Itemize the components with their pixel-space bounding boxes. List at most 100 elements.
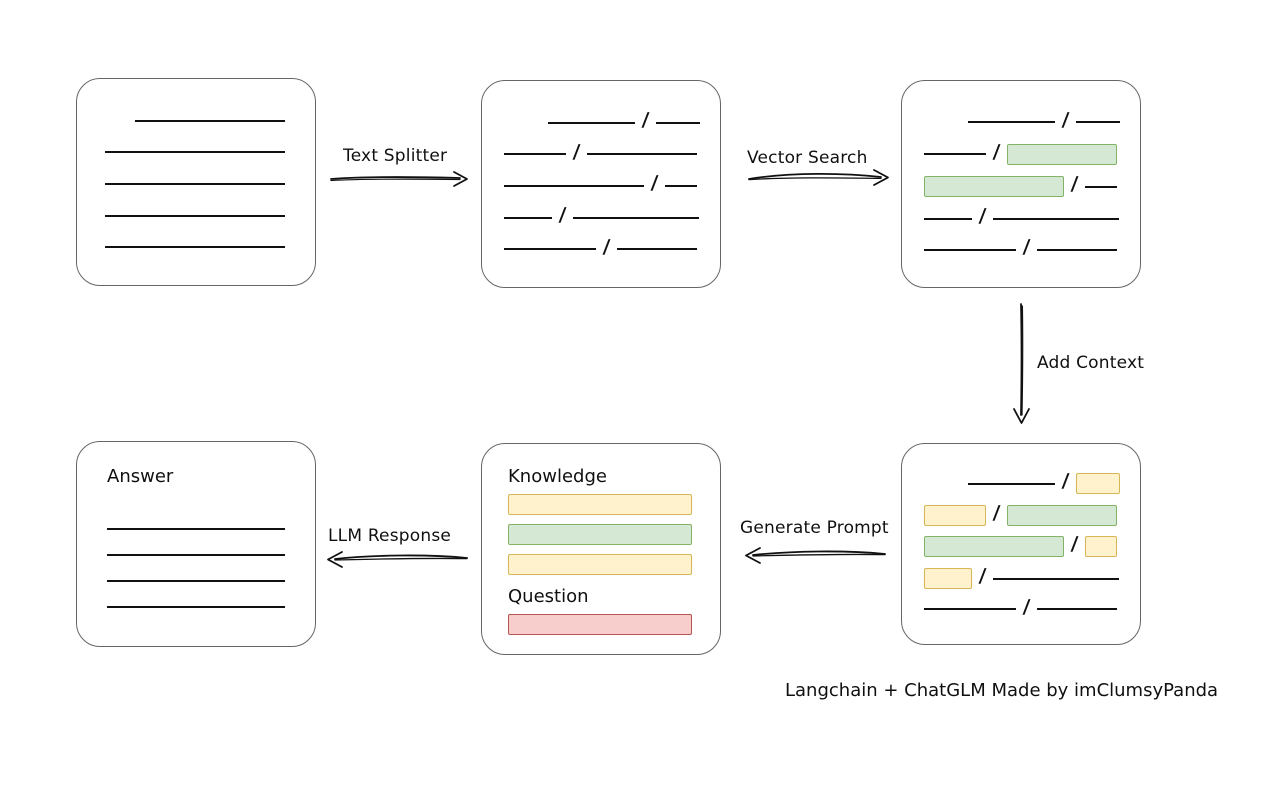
generate-prompt-arrow	[745, 547, 886, 564]
footer-credit: Langchain + ChatGLM Made by imClumsyPand…	[785, 680, 1219, 701]
highlighted-chunk-yellow	[1075, 473, 1120, 495]
highlighted-chunk-yellow	[924, 568, 972, 590]
highlighted-chunk-yellow	[924, 504, 986, 526]
document-line-row	[107, 542, 285, 568]
document-line-row: /	[924, 531, 1120, 563]
text-line-segment	[664, 184, 697, 187]
document-line-row	[105, 231, 289, 263]
split-separator-icon: /	[1022, 236, 1031, 259]
split-separator-icon: /	[992, 501, 1001, 524]
text-line-segment	[1036, 248, 1117, 251]
document-line-row	[105, 105, 289, 137]
text-line-segment	[586, 153, 697, 156]
text-line-segment	[992, 217, 1119, 220]
text-line-segment	[968, 121, 1055, 124]
document-line-row: /	[504, 170, 700, 202]
document-line-row: /	[924, 171, 1120, 204]
split-separator-icon: /	[992, 140, 1001, 163]
prompt-bar-stack	[482, 444, 720, 654]
split-separator-icon: /	[1061, 108, 1070, 131]
text-line-segment	[504, 248, 596, 251]
knowledge-bar-yellow	[508, 554, 692, 575]
text-line-segment	[107, 528, 285, 530]
text-line-segment	[924, 248, 1016, 251]
highlighted-chunk-yellow	[1084, 536, 1117, 558]
split-separator-icon: /	[1070, 533, 1079, 556]
text-line-segment	[105, 246, 285, 249]
arrow-label-add-context: Add Context	[1037, 353, 1145, 373]
question-bar-red	[508, 614, 692, 635]
highlighted-chunk-green	[1006, 143, 1117, 165]
document-line-row: /	[924, 138, 1120, 171]
arrow-label-vector-search: Vector Search	[747, 148, 868, 168]
document-line-row	[105, 168, 289, 200]
split-separator-icon: /	[572, 140, 581, 163]
text-line-segment	[548, 121, 635, 124]
retrieved-document-rows: / / / / /	[902, 81, 1140, 287]
document-line-row	[107, 568, 285, 594]
document-line-row: /	[504, 202, 700, 234]
text-line-segment	[504, 216, 552, 219]
text-line-segment	[105, 214, 285, 217]
split-separator-icon: /	[978, 205, 987, 228]
llm-response-arrow	[327, 551, 468, 568]
arrow-label-text-splitter: Text Splitter	[343, 146, 448, 166]
split-separator-icon: /	[1060, 470, 1070, 493]
document-line-row: /	[924, 203, 1120, 234]
answer-rows	[77, 442, 315, 646]
highlighted-chunk-green	[1006, 504, 1117, 526]
split-separator-icon: /	[1022, 595, 1031, 618]
document-line-row: /	[924, 234, 1120, 265]
split-document-box[interactable]: /////	[481, 80, 721, 288]
answer-box[interactable]: Answer	[76, 441, 316, 647]
text-line-segment	[616, 248, 697, 251]
prompt-box[interactable]: Knowledge Question	[481, 443, 721, 655]
arrow-label-llm-response: LLM Response	[328, 526, 452, 546]
text-line-segment	[924, 608, 1016, 611]
text-line-segment	[924, 153, 986, 156]
document-line-row: /	[924, 468, 1120, 500]
text-line-segment	[968, 482, 1055, 485]
source-document-rows	[77, 79, 315, 285]
split-separator-icon: /	[641, 109, 650, 132]
text-line-segment	[504, 184, 644, 187]
split-separator-icon: /	[602, 235, 611, 258]
context-document-rows: / / / / /	[902, 444, 1140, 644]
answer-label: Answer	[107, 466, 174, 487]
highlighted-chunk-green	[924, 536, 1064, 558]
document-line-row: /	[924, 107, 1120, 138]
split-separator-icon: /	[1070, 173, 1079, 196]
knowledge-bar-green	[508, 524, 692, 545]
arrow-label-generate-prompt: Generate Prompt	[740, 518, 889, 538]
text-line-segment	[1084, 185, 1117, 188]
context-document-box[interactable]: / / / / /	[901, 443, 1141, 645]
document-line-row	[105, 137, 289, 169]
text-line-segment	[504, 153, 566, 156]
knowledge-bar-yellow	[508, 494, 692, 515]
highlighted-chunk-green	[924, 176, 1064, 198]
text-line-segment	[107, 580, 285, 582]
document-line-row: /	[504, 107, 700, 139]
document-line-row: /	[924, 500, 1120, 532]
source-document-box[interactable]	[76, 78, 316, 286]
split-document-rows: /////	[482, 81, 720, 287]
document-line-row	[105, 200, 289, 232]
text-line-segment	[1075, 121, 1120, 124]
text-line-segment	[135, 119, 285, 122]
document-line-row	[107, 594, 285, 620]
document-line-row: /	[924, 563, 1120, 595]
question-label: Question	[508, 586, 589, 607]
text-line-segment	[572, 216, 699, 219]
text-line-segment	[992, 577, 1119, 580]
text-line-segment	[107, 554, 285, 556]
add-context-arrow	[1013, 303, 1030, 424]
split-separator-icon: /	[558, 204, 567, 227]
retrieved-document-box[interactable]: / / / / /	[901, 80, 1141, 288]
text-splitter-arrow	[330, 171, 468, 187]
vector-search-arrow	[748, 169, 889, 186]
split-separator-icon: /	[978, 565, 987, 588]
knowledge-label: Knowledge	[508, 466, 607, 487]
text-line-segment	[1036, 608, 1117, 611]
text-line-segment	[655, 121, 700, 124]
